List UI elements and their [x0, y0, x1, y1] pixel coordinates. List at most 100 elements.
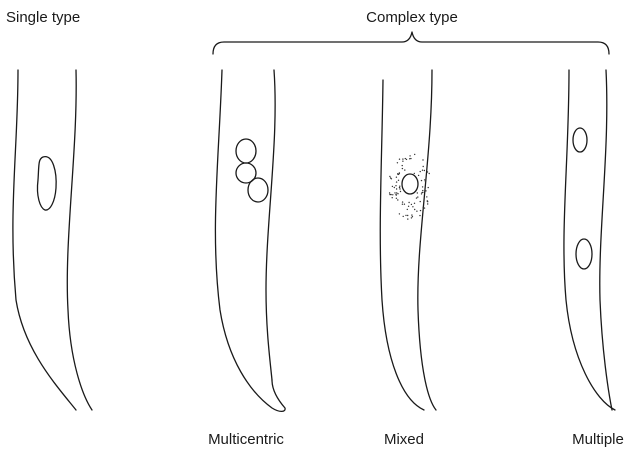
stipple-dot — [400, 191, 401, 192]
stipple-dot — [421, 193, 422, 194]
stipple-dot — [423, 166, 424, 167]
stipple-dot — [422, 159, 423, 160]
stipple-dot — [420, 201, 421, 202]
stipple-dot — [399, 186, 400, 187]
stipple-dot — [421, 180, 422, 181]
stipple-dot — [395, 185, 396, 186]
stipple-dot — [399, 188, 400, 189]
stipple-dot — [389, 192, 390, 193]
stipple-dot — [402, 168, 403, 169]
stipple-dot — [407, 218, 408, 219]
multicentric-organ — [215, 70, 285, 411]
stipple-dot — [402, 201, 403, 202]
stipple-dot — [428, 187, 429, 188]
single-type-organ — [13, 70, 92, 410]
stipple-dot — [404, 169, 405, 170]
stipple-dot — [427, 171, 428, 172]
stipple-dot — [426, 196, 427, 197]
stipple-dot — [389, 176, 390, 177]
stipple-dot — [420, 210, 421, 211]
stipple-dot — [425, 190, 426, 191]
organ-outline-right — [67, 70, 92, 410]
stipple-dot — [399, 159, 400, 160]
stipple-dot — [427, 203, 428, 204]
multiple-label: Multiple — [572, 431, 624, 448]
stipple-dot — [392, 194, 393, 195]
multicentric-label: Multicentric — [208, 431, 284, 448]
stipple-dot — [409, 158, 410, 159]
stipple-dot — [412, 206, 413, 207]
stipple-dot — [411, 204, 412, 205]
stipple-dot — [390, 177, 391, 178]
mixed-lesion — [402, 174, 418, 194]
stipple-dot — [396, 188, 397, 189]
stipple-dot — [405, 215, 406, 216]
stipple-dot — [408, 206, 409, 207]
stipple-dot — [421, 192, 422, 193]
multiple-organ — [564, 70, 615, 410]
stipple-dot — [422, 190, 423, 191]
stipple-dot — [412, 216, 413, 217]
stipple-dot — [402, 161, 403, 162]
stipple-dot — [396, 181, 397, 182]
organ-outline-right — [600, 70, 612, 410]
stipple-dot — [404, 204, 405, 205]
stipple-dot — [417, 196, 418, 197]
organ-outline-left — [564, 70, 615, 410]
stipple-dot — [417, 192, 418, 193]
stipple-dot — [403, 216, 404, 217]
stipple-dot — [396, 198, 397, 199]
lesion-upper — [573, 128, 587, 152]
stipple-dot — [399, 187, 400, 188]
stipple-dot — [418, 175, 419, 176]
stipple-dot — [424, 170, 425, 171]
stipple-dot — [414, 154, 415, 155]
stipple-dot — [414, 173, 415, 174]
stipple-dot — [398, 180, 399, 181]
stipple-dot — [411, 217, 412, 218]
stipple-dot — [419, 215, 420, 216]
stipple-dot — [422, 170, 423, 171]
stipple-dot — [407, 215, 408, 216]
stipple-dot — [394, 192, 395, 193]
stipple-dot — [406, 159, 407, 160]
lesion-1 — [236, 139, 256, 163]
stipple-dot — [397, 199, 398, 200]
stipple-dot — [408, 202, 409, 203]
stipple-dot — [392, 197, 393, 198]
stipple-dot — [429, 173, 430, 174]
stipple-dot — [396, 194, 397, 195]
organ-outline-left — [380, 80, 424, 410]
organ-outline-right — [266, 70, 275, 380]
stipple-dot — [402, 165, 403, 166]
stipple-dot — [399, 173, 400, 174]
stipple-dot — [420, 171, 421, 172]
stipple-dot — [411, 214, 412, 215]
stipple-dot — [410, 158, 411, 159]
stipple-dot — [425, 181, 426, 182]
stipple-dot — [407, 209, 408, 210]
stipple-dot — [397, 162, 398, 163]
stipple-dot — [414, 203, 415, 204]
stipple-dot — [397, 193, 398, 194]
stipple-dot — [394, 187, 395, 188]
stipple-dot — [414, 209, 415, 210]
organ-outline-left — [13, 70, 76, 410]
lesion-3 — [248, 178, 268, 202]
single-type-label: Single type — [6, 9, 80, 26]
stipple-dot — [397, 173, 398, 174]
stipple-dot — [416, 197, 417, 198]
stipple-dot — [396, 192, 397, 193]
mixed-organ — [380, 70, 436, 410]
single-lesion — [37, 157, 56, 210]
stipple-dot — [399, 213, 400, 214]
stipple-dot — [423, 207, 424, 208]
stipple-dot — [422, 186, 423, 187]
complex-type-label: Complex type — [366, 9, 458, 26]
stipple-dot — [392, 186, 393, 187]
mixed-label: Mixed — [384, 431, 424, 448]
stipple-dot — [416, 211, 417, 212]
organ-outline-right — [418, 70, 436, 410]
stipple-dot — [402, 158, 403, 159]
